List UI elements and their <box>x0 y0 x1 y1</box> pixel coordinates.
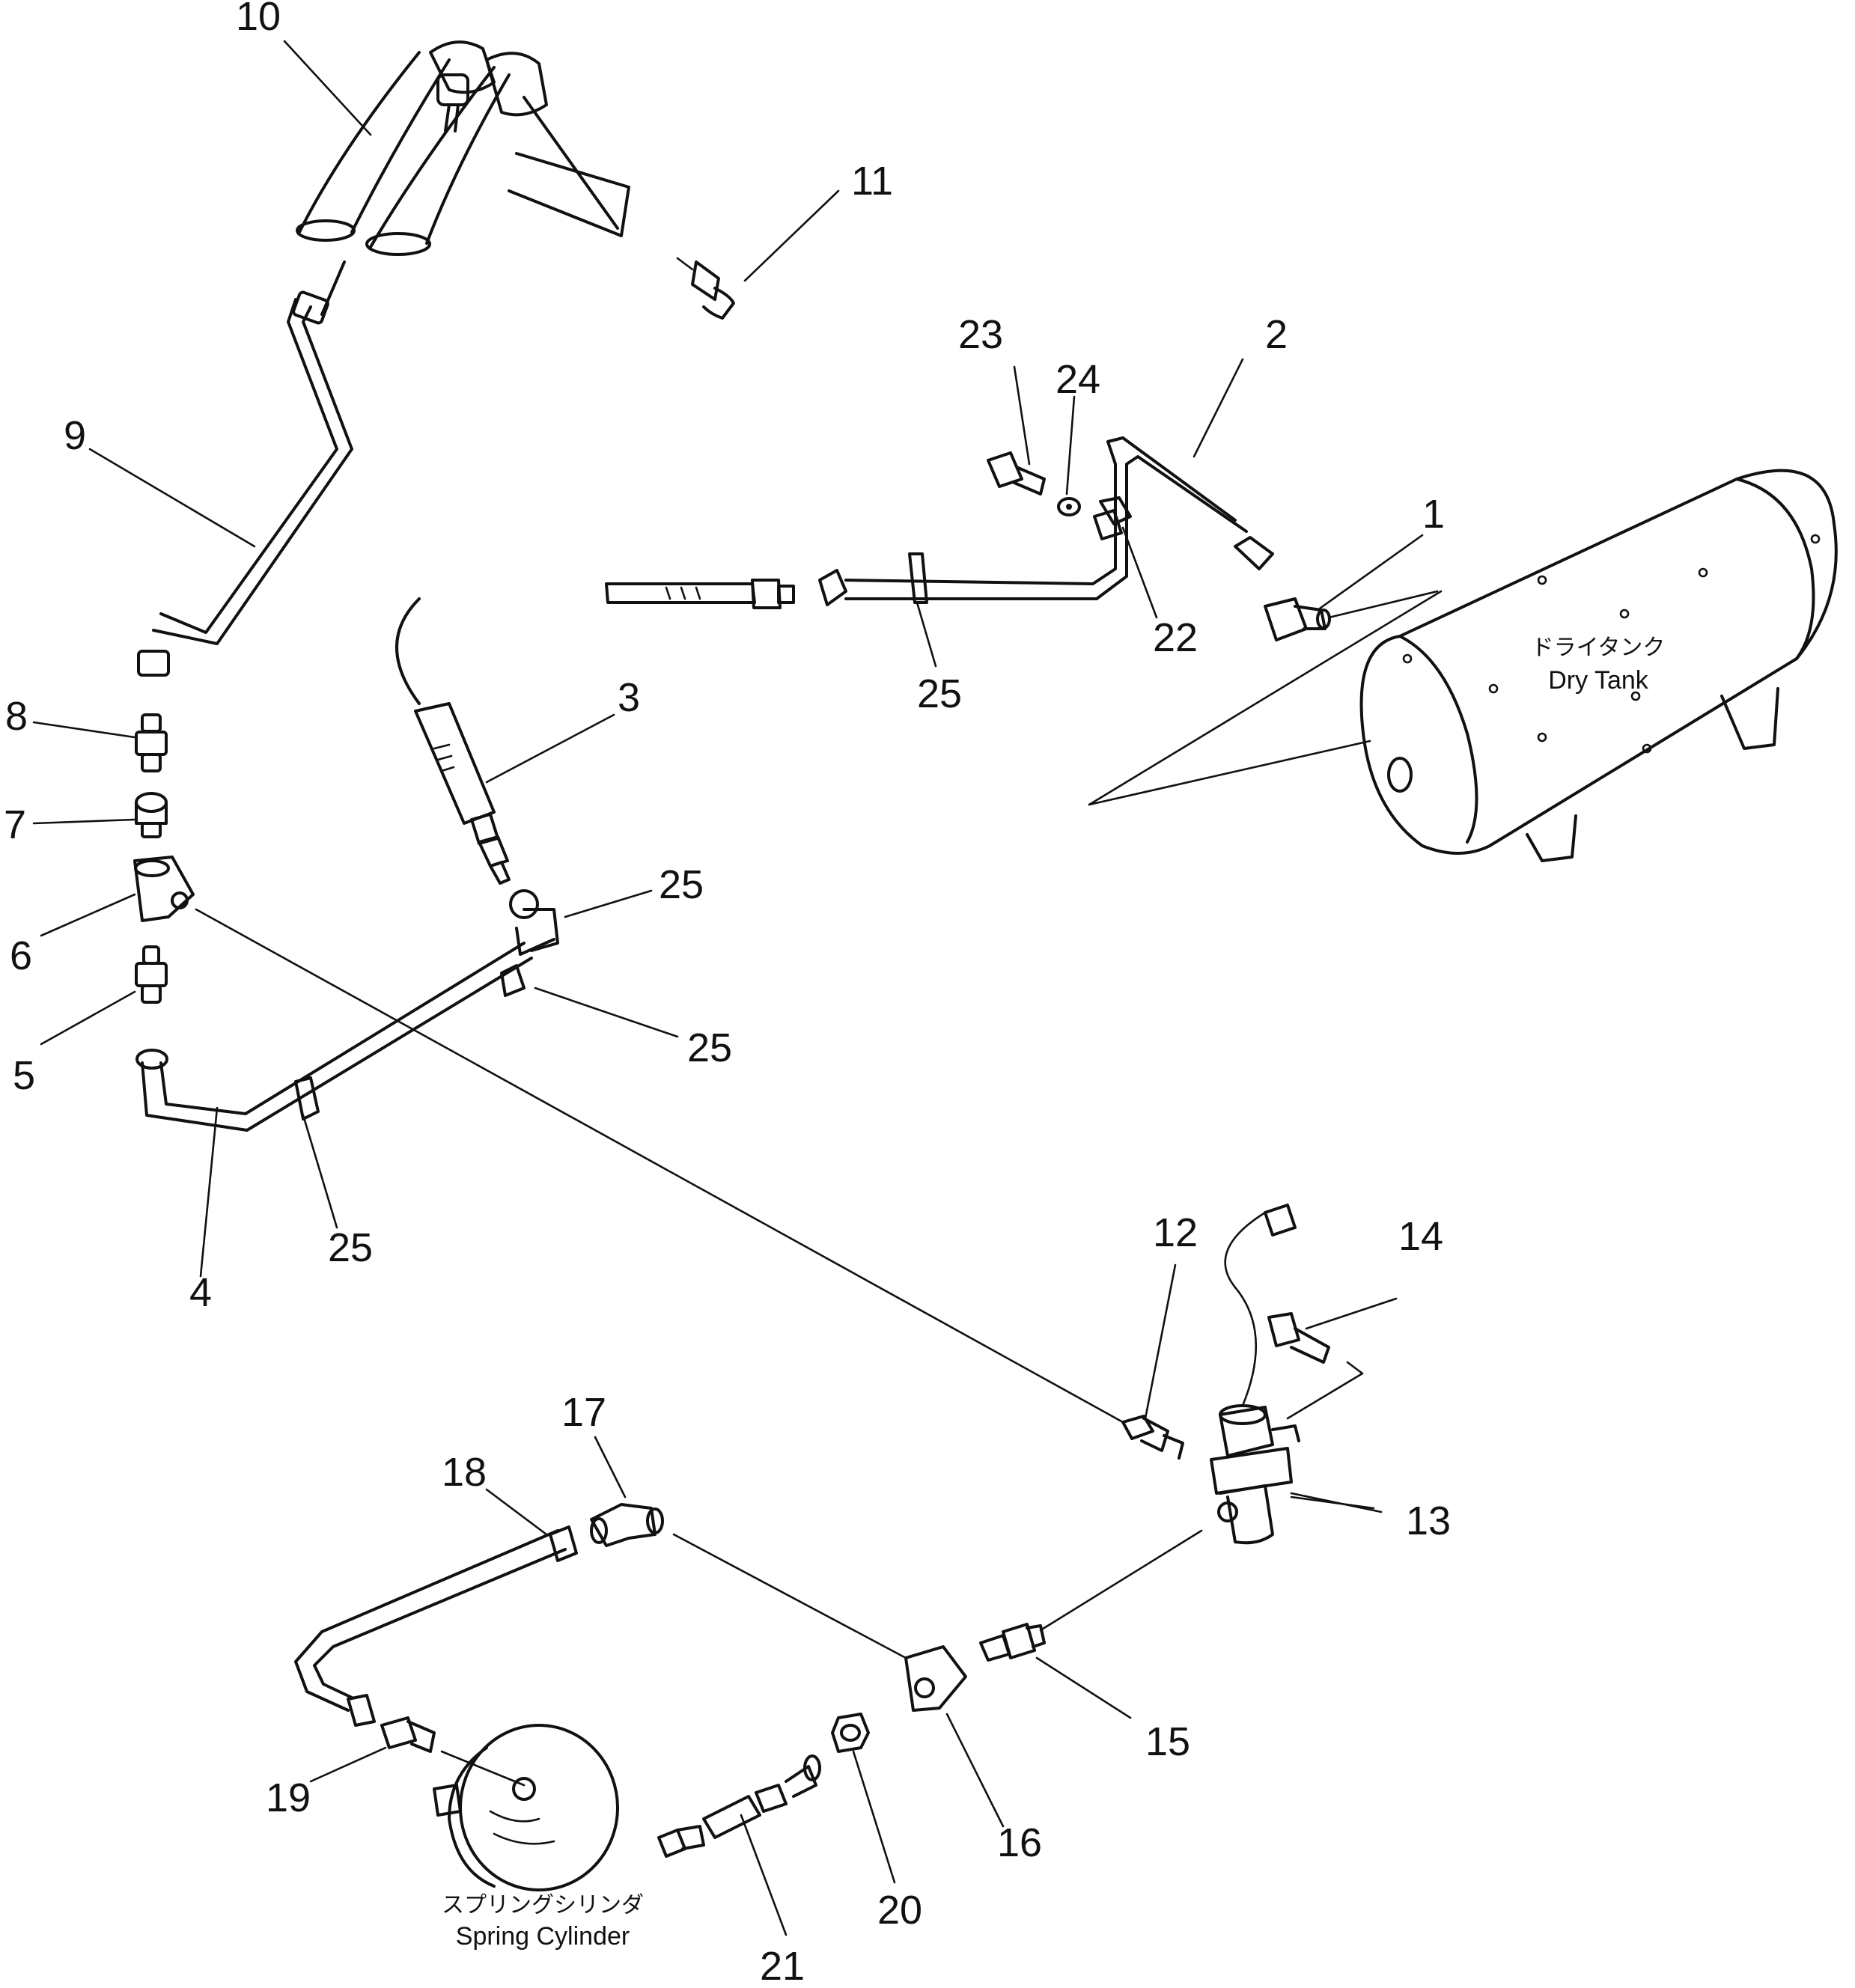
callout-22: 22 <box>1153 615 1198 660</box>
tube-2 <box>818 436 1274 606</box>
callout-17: 17 <box>561 1390 606 1435</box>
callout-25-top: 25 <box>917 671 962 716</box>
tube-9 <box>137 290 353 677</box>
callout-25-lower: 25 <box>687 1025 732 1070</box>
callout-18: 18 <box>442 1450 487 1495</box>
callout-11: 11 <box>851 159 893 204</box>
leader-lines <box>32 40 1424 1936</box>
callout-20: 20 <box>877 1888 922 1933</box>
callout-5: 5 <box>13 1053 35 1098</box>
dry-tank-label-en: Dry Tank <box>1548 666 1649 695</box>
fitting-15 <box>979 1529 1203 1662</box>
tube-4 <box>135 889 559 1132</box>
air-horn-assembly <box>296 40 630 316</box>
nipple-5 <box>135 945 168 1004</box>
callout-25-bottom: 25 <box>328 1225 373 1270</box>
bolt-11 <box>676 257 735 320</box>
callout-15: 15 <box>1145 1719 1190 1764</box>
leader-6-to-12 <box>195 908 1124 1424</box>
callout-2: 2 <box>1265 312 1288 357</box>
callout-19: 19 <box>266 1775 311 1820</box>
callout-8: 8 <box>5 694 28 739</box>
callout-13: 13 <box>1406 1498 1451 1543</box>
component-labels: ドライタンク Dry Tank スプリングシリンダ Spring Cylinde… <box>442 635 1665 1951</box>
tee-6 <box>133 856 195 922</box>
elbow-1 <box>1264 590 1439 641</box>
callout-1: 1 <box>1422 492 1445 537</box>
callout-9: 9 <box>64 413 86 458</box>
spring-cylinder <box>433 1724 619 1891</box>
washer-24 <box>1057 497 1081 516</box>
clamp-22 <box>1093 509 1123 540</box>
callout-12: 12 <box>1153 1210 1198 1255</box>
callout-25-mid: 25 <box>659 862 704 907</box>
elbow-17 <box>590 1503 664 1547</box>
valve-13 <box>1210 1204 1375 1545</box>
nipple-8 <box>135 713 168 772</box>
part-number-callouts: 10 11 23 24 2 1 22 25 9 3 8 7 6 5 25 25 … <box>4 0 1451 1988</box>
callout-10: 10 <box>236 0 281 39</box>
callout-21: 21 <box>760 1944 805 1988</box>
tee-16 <box>672 1533 967 1712</box>
callout-3: 3 <box>618 675 640 720</box>
spring-cylinder-label-en: Spring Cylinder <box>456 1922 630 1951</box>
adapter-7 <box>135 792 168 838</box>
hose-21 <box>657 1754 821 1858</box>
callout-16: 16 <box>997 1820 1042 1865</box>
nut-20 <box>831 1713 870 1753</box>
callout-6: 6 <box>10 933 32 978</box>
bolt-23 <box>987 451 1046 496</box>
callout-24: 24 <box>1056 357 1100 402</box>
callout-4: 4 <box>189 1270 212 1315</box>
hose-3 <box>395 579 795 885</box>
callout-14: 14 <box>1398 1214 1443 1259</box>
tube-18 <box>294 1525 578 1727</box>
callout-7: 7 <box>4 802 26 847</box>
fitting-12 <box>1121 1415 1184 1460</box>
dry-tank <box>1088 469 1838 862</box>
bolt-14 <box>1267 1312 1330 1364</box>
dry-tank-label-jp: ドライタンク <box>1532 635 1666 661</box>
spring-cylinder-label-jp: スプリングシリンダ <box>442 1892 644 1918</box>
callout-23: 23 <box>958 312 1003 357</box>
fitting-19 <box>380 1716 436 1753</box>
